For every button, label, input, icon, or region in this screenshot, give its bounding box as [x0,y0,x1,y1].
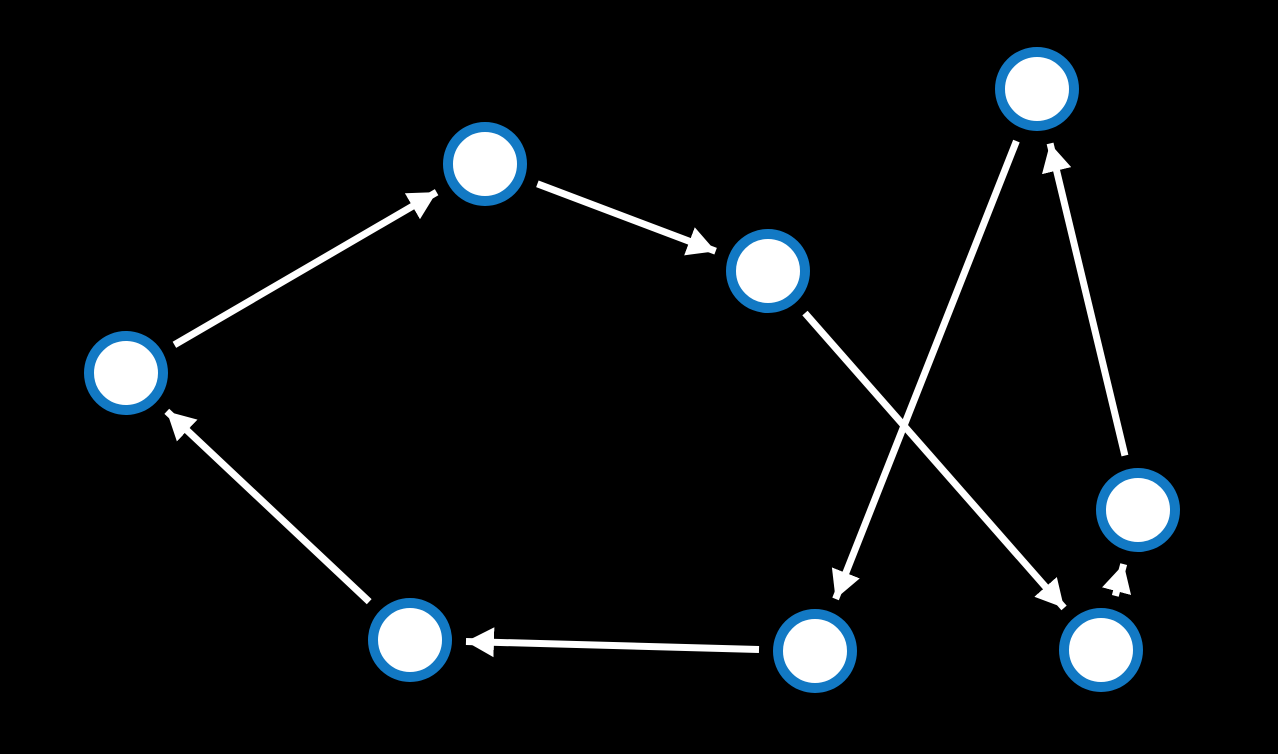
graph-node-n2 [443,122,527,206]
graph-node-n4 [84,331,168,415]
edge-n6-n4 [164,408,372,605]
graph-node-n3 [726,229,810,313]
edge-n4-n2 [172,189,439,348]
graph-node-n7 [773,609,857,693]
graph-node-n6 [368,598,452,682]
edge-n1-n7 [831,139,1020,601]
edge-n5-n1 [1042,142,1129,457]
graph-node-n8 [1059,608,1143,692]
graph-node-n1 [995,47,1079,131]
edge-n3-n8 [802,310,1067,611]
edge-n2-n3 [536,180,717,256]
edge-n8-n5 [1102,563,1132,597]
graph-node-n5 [1096,468,1180,552]
edge-n7-n6 [465,627,760,658]
